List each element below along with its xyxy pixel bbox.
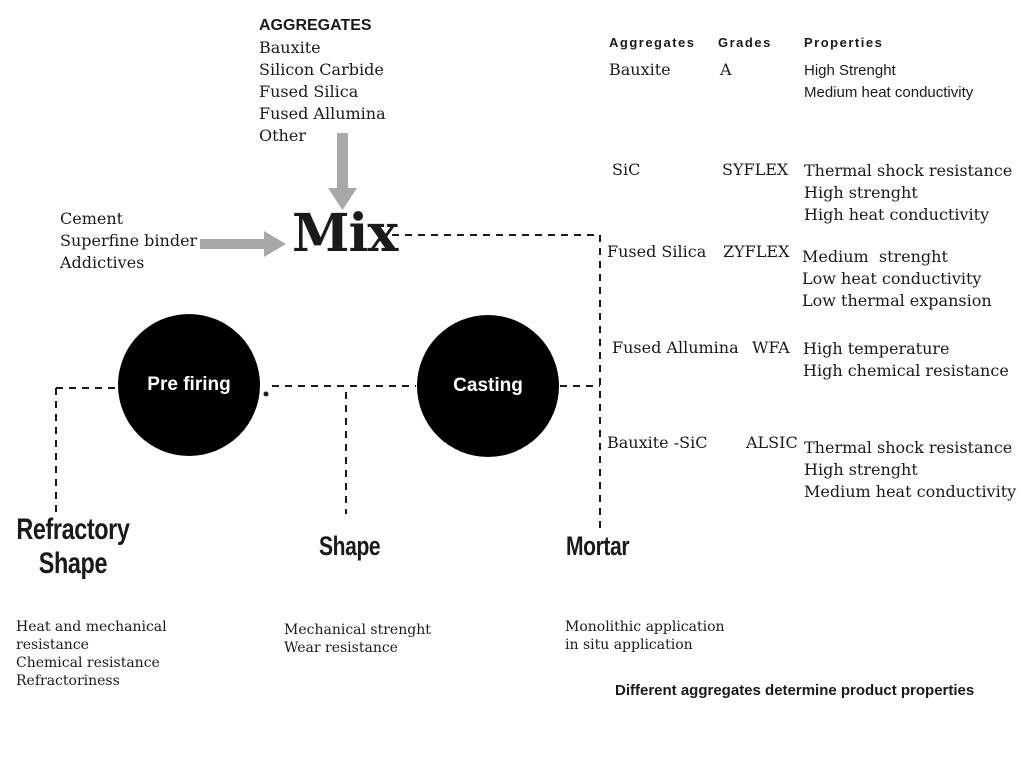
- refractory-shape-label: Refractory Shape: [16, 513, 130, 580]
- aggregates-list: Bauxite Silicon Carbide Fused Silica Fus…: [259, 37, 386, 147]
- table-cell-grade: A: [720, 60, 732, 79]
- list-item: Superfine binder: [60, 231, 198, 250]
- mortar-label: Mortar: [566, 531, 630, 561]
- list-item: Fused Allumina: [259, 104, 386, 123]
- table-header-grades: Grades: [718, 35, 772, 50]
- list-item: Cement: [60, 209, 124, 228]
- table-cell-aggregate: Fused Silica: [607, 242, 707, 261]
- table-cell-properties: Thermal shock resistance High strenght H…: [804, 161, 1013, 224]
- table-cell-aggregate: SiC: [612, 160, 641, 179]
- table-cell-properties: Medium strenght Low heat conductivity Lo…: [802, 247, 992, 310]
- table-cell-grade: WFA: [752, 338, 790, 357]
- table-cell-properties: High Strenght Medium heat conductivity: [804, 62, 974, 101]
- table-cell-grade: ALSIC: [746, 433, 798, 452]
- connector-dot: [263, 391, 269, 397]
- list-item: Addictives: [60, 253, 145, 272]
- table-cell-aggregate: Fused Allumina: [612, 338, 739, 357]
- mix-label: Mix: [292, 203, 398, 264]
- table-cell-aggregate: Bauxite: [609, 60, 671, 79]
- aggregates-title: AGGREGATES: [259, 17, 372, 34]
- list-item: Bauxite: [259, 38, 321, 57]
- table-cell-properties: Thermal shock resistance High strenght M…: [804, 438, 1017, 501]
- footer-note: Different aggregates determine product p…: [615, 682, 975, 699]
- right-arrow-icon: [200, 231, 286, 257]
- prefiring-label: Pre firing: [147, 374, 231, 395]
- list-item: Fused Silica: [259, 82, 359, 101]
- down-arrow-icon: [328, 133, 357, 210]
- list-item: Other: [259, 126, 306, 145]
- table-header-aggregates: Aggregates: [609, 35, 696, 50]
- shape-label: Shape: [319, 531, 381, 561]
- shape-description: Mechanical strenght Wear resistance: [284, 622, 431, 656]
- table-cell-properties: High temperature High chemical resistanc…: [803, 339, 1009, 380]
- mortar-description: Monolithic application in situ applicati…: [565, 619, 725, 653]
- table-header-properties: Properties: [804, 35, 884, 50]
- table-cell-grade: ZYFLEX: [723, 242, 790, 261]
- table-cell-aggregate: Bauxite -SiC: [607, 433, 708, 452]
- table-cell-grade: SYFLEX: [722, 160, 789, 179]
- refractory-shape-description: Heat and mechanical resistance Chemical …: [16, 619, 167, 689]
- additives-list: Cement Superfine binder Addictives: [60, 208, 197, 274]
- prefiring-node: Pre firing: [118, 314, 260, 456]
- list-item: Silicon Carbide: [259, 60, 384, 79]
- casting-node: Casting: [417, 315, 559, 457]
- casting-label: Casting: [453, 375, 523, 396]
